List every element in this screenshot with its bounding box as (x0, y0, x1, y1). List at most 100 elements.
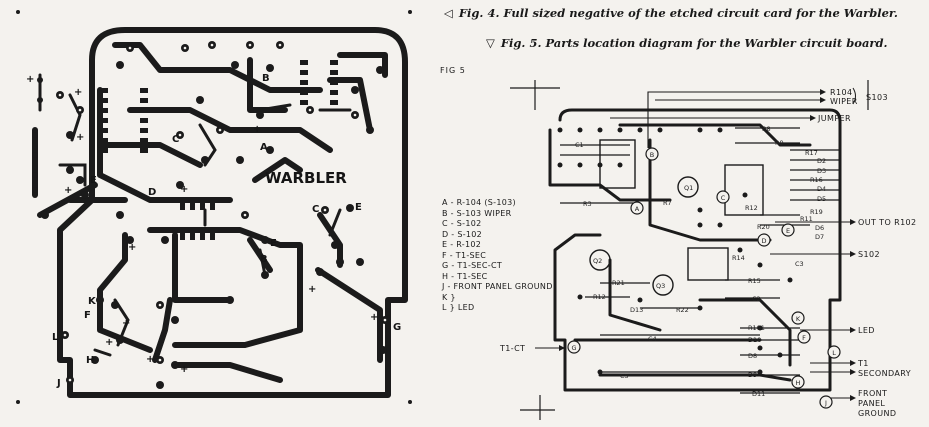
marker-d: D (761, 237, 766, 245)
legend-item: A - R-104 (S-103) (442, 198, 516, 207)
pcb-label-b: B (262, 73, 270, 84)
fig5-label: FIG 5 (440, 66, 466, 75)
svg-text:+: + (370, 312, 378, 323)
part-q1: Q1 (684, 184, 693, 192)
svg-text:+: + (128, 242, 136, 253)
marker-e: E (786, 227, 790, 235)
part-d9: D9 (748, 371, 757, 379)
svg-text:+: + (180, 364, 188, 375)
part-r21: R21 (612, 279, 625, 287)
pcb-label-g: G (393, 322, 401, 333)
callout-secondary: SECONDARY (858, 369, 911, 378)
fig4-caption: ◁Fig. 4. Full sized negative of the etch… (444, 6, 898, 20)
svg-text:+: + (308, 284, 316, 295)
part-d2: D2 (817, 157, 826, 165)
callout-r104: R104 (830, 88, 852, 97)
pcb-label-h: H (86, 355, 94, 366)
part-r17: R17 (805, 149, 818, 157)
part-d13: D13 (630, 306, 643, 314)
part-c2: C2 (752, 295, 761, 303)
connection-legend: A - R-104 (S-103) B - S-103 WIPER C - S-… (442, 198, 553, 314)
marker-g: G (571, 344, 576, 352)
legend-item: L } LED (442, 303, 475, 312)
callout-s102: S102 (858, 250, 880, 259)
marker-a: A (635, 205, 640, 213)
part-d11: D11 (752, 390, 765, 398)
marker-k: K (796, 315, 801, 323)
callout-led: LED (858, 326, 875, 335)
pcb-label-a: A (260, 142, 268, 153)
pcb-label-e1: E (90, 175, 97, 186)
callout-wiper: WIPER (830, 97, 858, 106)
pcb-negative: +++ +++ +++ +++ + WARBLER A A B C D E E … (16, 10, 412, 404)
legend-item: D - S-102 (442, 229, 483, 239)
part-r19: R19 (810, 208, 823, 216)
svg-text:+: + (146, 354, 154, 365)
part-r11: R11 (800, 215, 813, 223)
part-d7: D7 (815, 233, 824, 241)
part-r12b: R12 (593, 293, 606, 301)
part-d3: D3 (817, 167, 826, 175)
pcb-label-b2: B (260, 254, 268, 265)
part-r12: R12 (745, 204, 758, 212)
part-r15: R15 (748, 277, 761, 285)
pcb-label-c: C (172, 134, 179, 145)
pcb-label-l: L (52, 332, 59, 343)
triangle-left-icon: ◁ (444, 6, 453, 20)
svg-text:+: + (180, 184, 188, 195)
part-r3: R3 (583, 200, 592, 208)
svg-text:+: + (74, 87, 82, 98)
triangle-down-icon: ▽ (486, 36, 495, 50)
part-r101: R101 (748, 324, 765, 332)
pcb-label-c2: C (312, 204, 319, 215)
part-c1: C1 (575, 141, 584, 149)
pcb-label-k: K (88, 296, 97, 307)
callout-jumper: JUMPER (817, 114, 851, 123)
legend-item: F - T1-SEC (442, 250, 487, 260)
marker-f: F (802, 334, 806, 342)
svg-text:+: + (64, 185, 72, 196)
pcb-label-e3: E (355, 202, 362, 213)
marker-c: C (721, 194, 726, 202)
legend-item: G - T1-SEC-CT (442, 261, 503, 270)
callout-ground: GROUND (858, 409, 896, 418)
callout-out-r102: OUT TO R102 (858, 218, 917, 227)
fig5-caption: ▽Fig. 5. Parts location diagram for the … (486, 36, 888, 50)
legend-item: B - S-103 WIPER (442, 208, 512, 218)
callout-t1: T1 (857, 359, 869, 368)
callout-t1ct: T1-CT (499, 344, 525, 353)
legend-item: J - FRONT PANEL GROUND (442, 282, 553, 291)
part-c3: C3 (795, 260, 804, 268)
legend-item: K } (442, 292, 456, 302)
marker-j: J (824, 399, 827, 407)
marker-h: H (796, 379, 801, 387)
pcb-label-j: J (56, 378, 61, 389)
pcb-title: WARBLER (265, 169, 347, 187)
pcb-label-f: F (84, 310, 91, 321)
part-c5: C5 (620, 372, 629, 380)
legend-item: E - R-102 (442, 240, 482, 249)
svg-text:+: + (253, 124, 261, 135)
part-d4: D4 (817, 185, 826, 193)
marker-b: B (650, 151, 654, 159)
part-r20: R20 (757, 223, 770, 231)
part-d6: D6 (815, 224, 824, 232)
callout-panel: PANEL (858, 399, 885, 408)
part-r9: R9 (775, 139, 784, 147)
svg-text:+: + (76, 132, 84, 143)
callout-s103: S103 (866, 93, 888, 102)
pcb-label-e2: E (270, 238, 277, 249)
part-q3: Q3 (656, 282, 665, 290)
part-r7: R7 (663, 199, 672, 207)
part-d10: D10 (748, 336, 761, 344)
marker-l: L (832, 349, 836, 357)
svg-text:+: + (105, 337, 113, 348)
legend-item: H - T1-SEC (442, 271, 488, 281)
pcb-label-d: D (148, 187, 156, 198)
part-r22: R22 (676, 306, 689, 314)
part-d8: D8 (748, 352, 757, 360)
part-d5: D5 (817, 195, 826, 203)
svg-text:+: + (122, 318, 130, 329)
part-c4: C4 (648, 335, 657, 343)
part-q2: Q2 (593, 257, 602, 265)
